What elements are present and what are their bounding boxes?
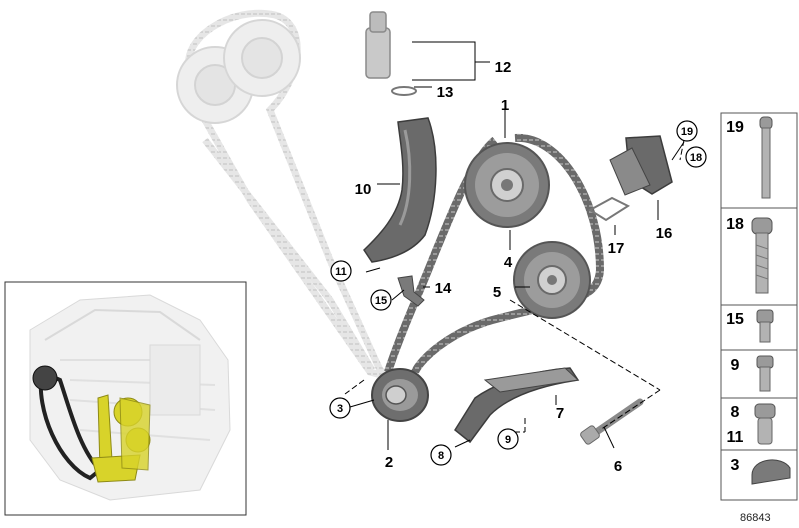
leader-lines xyxy=(349,41,685,450)
diagram-id: 86843 xyxy=(740,512,771,524)
side-panel-labels: 19 18 15 9 8 11 3 xyxy=(726,119,744,474)
small-bracket xyxy=(397,275,425,307)
pin-icon xyxy=(754,403,776,445)
side-label-8: 8 xyxy=(731,404,740,421)
callout-circle-18 xyxy=(685,146,707,168)
chain-tensioner xyxy=(365,11,391,79)
camshaft-sprocket-lower xyxy=(513,241,591,319)
ghost-camshaft-drive xyxy=(176,9,394,382)
callout-12: 12 xyxy=(495,59,512,76)
callout-6: 6 xyxy=(614,458,622,475)
callout-8: 8 xyxy=(438,450,444,462)
hardware-side-panel xyxy=(720,112,798,501)
oil-spray-nozzle xyxy=(609,135,673,196)
callout-17: 17 xyxy=(608,240,625,257)
long-bolt-icon xyxy=(759,116,773,199)
callout-16: 16 xyxy=(656,225,673,242)
callout-11: 11 xyxy=(335,266,347,278)
callout-circle-3 xyxy=(329,397,351,419)
side-label-19: 19 xyxy=(726,119,744,136)
camshaft-sprocket-upper xyxy=(464,142,550,228)
side-label-15: 15 xyxy=(726,311,744,328)
callout-circle-8 xyxy=(430,444,452,466)
callout-18: 18 xyxy=(690,152,702,164)
guide-rail xyxy=(454,367,580,444)
callout-circle-9 xyxy=(497,428,519,450)
sealing-ring xyxy=(391,86,417,96)
woodruff-key-icon xyxy=(751,459,791,485)
callout-circle-15 xyxy=(370,289,392,311)
callout-3: 3 xyxy=(337,403,343,415)
gasket xyxy=(588,196,631,222)
side-label-9: 9 xyxy=(731,357,740,374)
torx-screw-icon xyxy=(756,355,774,392)
callout-13: 13 xyxy=(437,84,454,101)
callout-10: 10 xyxy=(355,181,372,198)
callout-15: 15 xyxy=(375,295,387,307)
side-label-11: 11 xyxy=(727,429,744,446)
callout-1: 1 xyxy=(501,97,509,114)
side-label-18: 18 xyxy=(726,216,744,233)
callout-5: 5 xyxy=(493,284,501,301)
socket-screw-icon xyxy=(756,309,774,343)
callout-19: 19 xyxy=(681,126,693,138)
stud-bolt-icon xyxy=(751,217,773,294)
inset-engine-picture xyxy=(4,281,247,516)
callout-7: 7 xyxy=(556,405,564,422)
callout-circle-11 xyxy=(330,260,352,282)
callout-circle-19 xyxy=(676,120,698,142)
tensioner-rail xyxy=(363,117,437,263)
crankshaft-sprocket xyxy=(371,368,429,422)
callout-9: 9 xyxy=(505,434,511,446)
callout-4: 4 xyxy=(504,254,513,271)
callout-14: 14 xyxy=(435,280,452,297)
callout-2: 2 xyxy=(385,454,393,471)
side-label-3: 3 xyxy=(731,457,740,474)
